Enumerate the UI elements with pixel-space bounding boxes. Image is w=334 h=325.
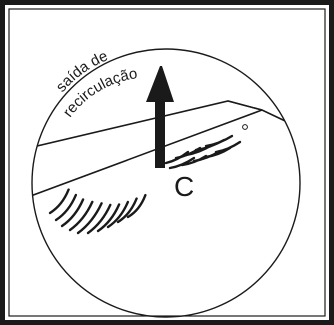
inner-frame (8, 8, 326, 317)
vent-slot (76, 202, 103, 235)
airflow-arrow-icon (146, 66, 174, 168)
vent-slot (86, 203, 112, 235)
magnifier-circle (31, 48, 301, 318)
vent-slot (60, 198, 85, 228)
marker-c: C (174, 171, 194, 202)
unit-front-edge (32, 109, 263, 201)
vent-slot (126, 193, 147, 219)
vent-slot (96, 203, 121, 233)
vent-slot (106, 200, 130, 229)
magnified-detail (32, 100, 300, 235)
vent-slot (54, 193, 78, 222)
screw-icon (242, 124, 248, 130)
vent-slots (48, 134, 242, 235)
vent-slot (68, 200, 94, 232)
vent-slot (116, 197, 138, 224)
vent-slot (214, 140, 242, 154)
vent-slot (204, 134, 234, 148)
vent-slot (48, 188, 70, 215)
